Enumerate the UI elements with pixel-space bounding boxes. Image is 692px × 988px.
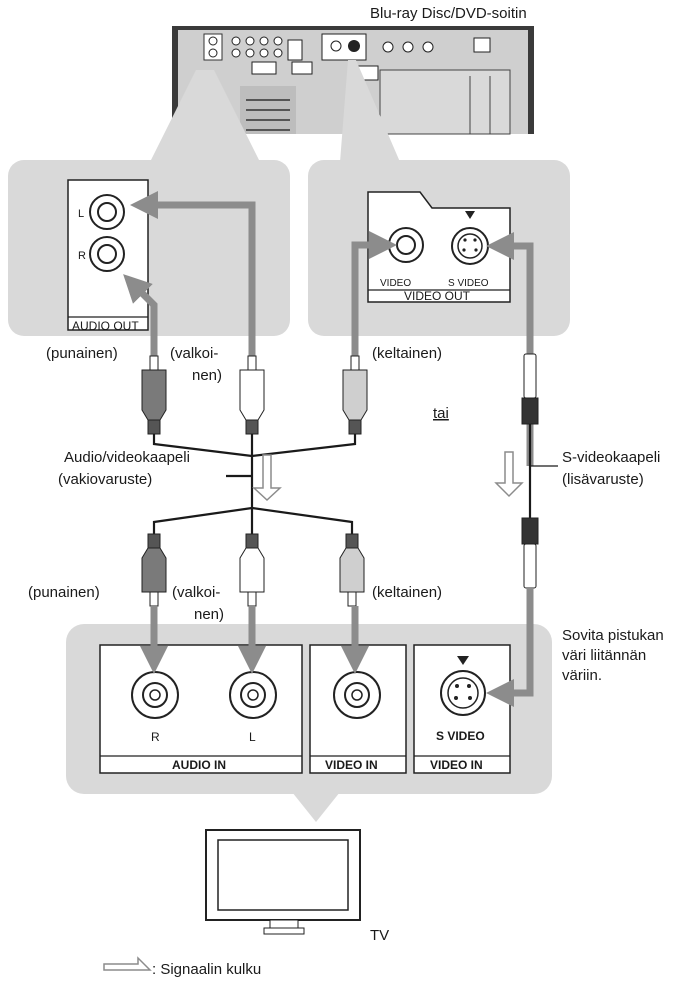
- zoom-panel-video-out: [308, 60, 570, 336]
- upper-plug-yellow: [342, 355, 368, 435]
- video-out-section-label: VIDEO OUT: [404, 289, 471, 303]
- upper-label-white-1: (valkoi-: [170, 345, 218, 362]
- upper-label-red: (punainen): [46, 345, 118, 362]
- svideo-cable-label-1: S-videokaapeli: [562, 449, 660, 466]
- or-label: tai: [433, 405, 449, 422]
- upper-label-white-2: nen): [192, 367, 222, 384]
- player-title: Blu-ray Disc/DVD-soitin: [370, 5, 527, 22]
- upper-plug-white: [239, 355, 265, 435]
- hint-line-3: väriin.: [562, 667, 602, 684]
- signal-flow-legend-icon: [103, 956, 152, 971]
- tv-input-panel: [66, 624, 552, 822]
- lower-plug-red: [141, 533, 167, 607]
- upper-plug-red: [141, 355, 167, 435]
- lower-plug-white: [239, 533, 265, 607]
- signal-flow-arrow-svideo: [494, 451, 524, 498]
- svideo-cable: [521, 353, 558, 589]
- lower-label-red: (punainen): [28, 584, 100, 601]
- av-cable-label-1: Audio/videokaapeli: [64, 449, 190, 466]
- av-cable: [152, 434, 357, 534]
- svideo-cable-label-2: (lisävaruste): [562, 471, 644, 488]
- audio-out-right-label: R: [78, 250, 86, 262]
- tv-icon: [205, 829, 361, 935]
- video-out-svideo-label: S VIDEO: [448, 278, 489, 289]
- lower-label-white-1: (valkoi-: [172, 584, 220, 601]
- tv-video-in-label: VIDEO IN: [325, 758, 378, 772]
- audio-out-left-label: L: [78, 208, 84, 220]
- lower-plug-yellow: [339, 533, 365, 607]
- hint-line-1: Sovita pistukan: [562, 627, 664, 644]
- upper-label-yellow: (keltainen): [372, 345, 442, 362]
- tv-audio-r-label: R: [151, 730, 160, 744]
- video-out-video-label: VIDEO: [380, 278, 411, 289]
- signal-flow-arrow-av: [252, 454, 282, 502]
- tv-audio-in-label: AUDIO IN: [172, 758, 226, 772]
- hint-line-2: väri liitännän: [562, 647, 646, 664]
- tv-label: TV: [370, 927, 389, 944]
- audio-out-section-label: AUDIO OUT: [72, 319, 139, 333]
- tv-svideo-label: S VIDEO: [436, 729, 485, 743]
- tv-svideo-in-label: VIDEO IN: [430, 758, 483, 772]
- av-cable-label-2: (vakiovaruste): [58, 471, 152, 488]
- signal-arrows-lower: [140, 588, 534, 707]
- lower-label-yellow: (keltainen): [372, 584, 442, 601]
- tv-audio-l-label: L: [249, 730, 256, 744]
- legend-text: : Signaalin kulku: [152, 961, 261, 978]
- lower-label-white-2: nen): [194, 606, 224, 623]
